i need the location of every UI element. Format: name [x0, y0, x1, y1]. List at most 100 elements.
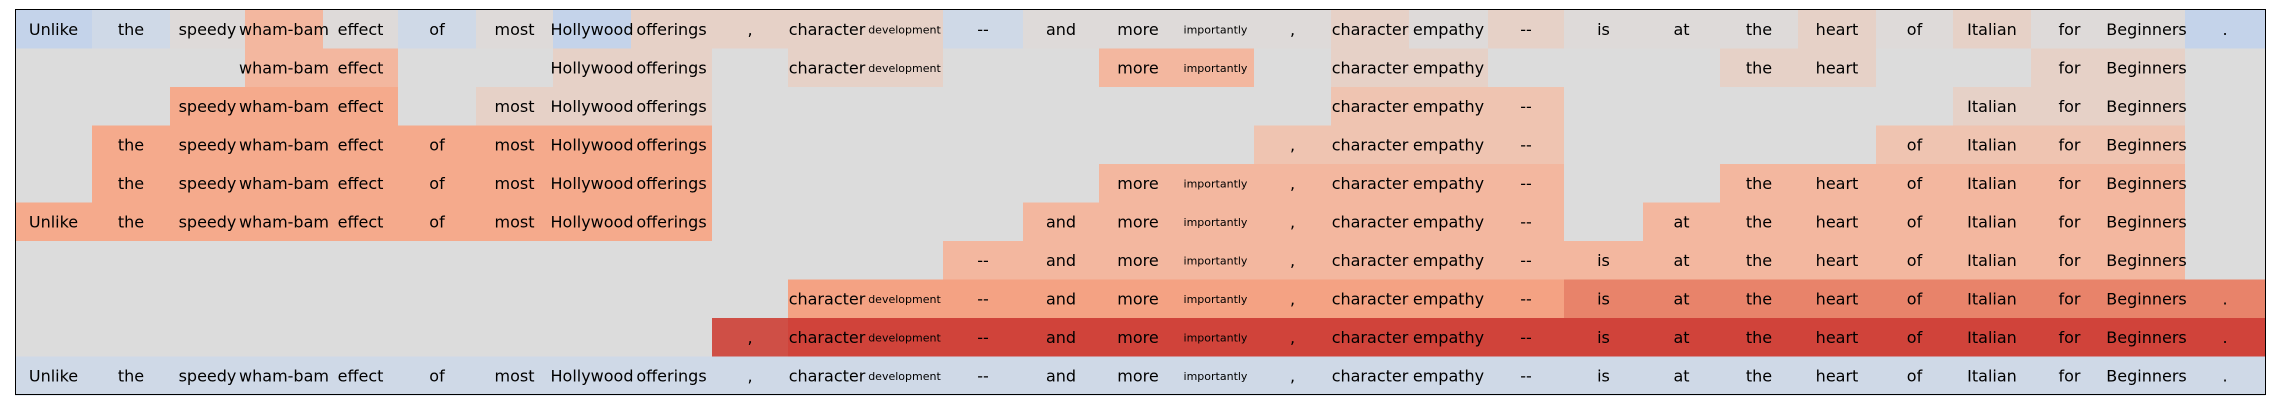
heatmap-cell	[1720, 10, 1799, 49]
token-label: effect	[338, 174, 384, 193]
token-label: is	[1597, 289, 1610, 308]
heatmap-cell	[788, 48, 867, 88]
heatmap-cell	[1331, 48, 1410, 88]
heatmap-cell	[323, 10, 399, 49]
heatmap-cell	[1488, 164, 1565, 203]
token-label: wham-bam	[239, 135, 329, 154]
token-label: development	[868, 331, 941, 344]
token-label: speedy	[179, 20, 237, 39]
heatmap-cell	[788, 202, 867, 242]
token-label: importantly	[1184, 216, 1248, 229]
heatmap-cell	[1488, 318, 1565, 357]
token-label: Hollywood	[551, 135, 634, 154]
token-label: more	[1117, 58, 1158, 77]
heatmap-cell	[323, 202, 399, 242]
token-label: heart	[1816, 174, 1859, 193]
token-label: effect	[338, 366, 384, 385]
heatmap-cell	[1254, 48, 1332, 88]
heatmap-cell	[1720, 164, 1799, 203]
token-label: for	[2059, 174, 2081, 193]
token-label: offerings	[636, 212, 706, 231]
token-label: for	[2059, 58, 2081, 77]
heatmap-cell	[788, 10, 867, 49]
token-label: --	[1520, 174, 1532, 193]
heatmap-cell	[631, 279, 713, 319]
heatmap-cell	[2108, 125, 2186, 165]
heatmap-cells	[15, 10, 2266, 396]
heatmap-cell	[92, 125, 171, 165]
heatmap-cell	[1099, 279, 1178, 319]
heatmap-cell	[788, 318, 867, 357]
token-label: importantly	[1184, 331, 1248, 344]
token-label: character	[789, 328, 866, 347]
heatmap-cell	[15, 202, 93, 242]
token-label: --	[977, 251, 989, 270]
heatmap-cell	[1564, 356, 1644, 396]
token-label: wham-bam	[239, 366, 329, 385]
token-label: empathy	[1413, 135, 1484, 154]
heatmap-cell	[1099, 125, 1178, 165]
token-label: empathy	[1413, 289, 1484, 308]
token-label: the	[1746, 289, 1772, 308]
heatmap-cell	[2108, 241, 2186, 280]
token-label: more	[1117, 20, 1158, 39]
heatmap-cell	[92, 87, 171, 126]
heatmap-cell	[476, 318, 554, 357]
heatmap-cell	[553, 279, 632, 319]
token-label: speedy	[179, 174, 237, 193]
heatmap-cell	[170, 318, 246, 357]
token-label: of	[429, 174, 445, 193]
heatmap-cell	[1331, 202, 1410, 242]
token-label: Italian	[1967, 97, 2017, 116]
token-label: Italian	[1967, 174, 2017, 193]
token-label: at	[1673, 251, 1689, 270]
heatmap-cell	[1488, 241, 1565, 280]
heatmap-cell	[2108, 164, 2186, 203]
heatmap-cell	[323, 356, 399, 396]
token-label: at	[1673, 366, 1689, 385]
heatmap-cell	[943, 48, 1024, 88]
heatmap-cell	[1876, 164, 1954, 203]
heatmap-cell	[1720, 279, 1799, 319]
token-label: Hollywood	[551, 366, 634, 385]
heatmap-cell	[866, 125, 944, 165]
heatmap-cell	[1564, 202, 1644, 242]
token-label: the	[1746, 366, 1772, 385]
heatmap-cell	[398, 87, 477, 126]
token-label: empathy	[1413, 20, 1484, 39]
token-label: of	[1907, 251, 1923, 270]
heatmap-cell	[2031, 241, 2109, 280]
token-label: ,	[1290, 366, 1295, 385]
heatmap-cell	[170, 48, 246, 88]
heatmap-cell	[1643, 125, 1721, 165]
token-label: character	[1332, 20, 1409, 39]
token-label: is	[1597, 366, 1610, 385]
heatmap-cell	[398, 164, 477, 203]
token-label: importantly	[1184, 177, 1248, 190]
heatmap-cell	[2031, 48, 2109, 88]
token-label: character	[789, 289, 866, 308]
heatmap-cell	[553, 241, 632, 280]
token-label: empathy	[1413, 97, 1484, 116]
token-label: the	[1746, 58, 1772, 77]
heatmap-cell	[1798, 10, 1877, 49]
token-label: ,	[747, 328, 752, 347]
heatmap-cell	[631, 164, 713, 203]
heatmap-cell	[1254, 10, 1332, 49]
heatmap-cell	[1023, 318, 1100, 357]
token-label: character	[789, 58, 866, 77]
heatmap-cell	[170, 202, 246, 242]
heatmap-cell	[476, 87, 554, 126]
heatmap-cell	[476, 202, 554, 242]
heatmap-cell	[1409, 10, 1489, 49]
heatmap-cell	[1488, 10, 1565, 49]
heatmap-cell	[1099, 241, 1178, 280]
heatmap-cell	[1953, 279, 2032, 319]
token-label: Italian	[1967, 135, 2017, 154]
token-label: heart	[1816, 366, 1859, 385]
token-label: wham-bam	[239, 97, 329, 116]
token-label: more	[1117, 212, 1158, 231]
heatmap-cell	[712, 318, 789, 357]
token-label: Beginners	[2106, 289, 2186, 308]
